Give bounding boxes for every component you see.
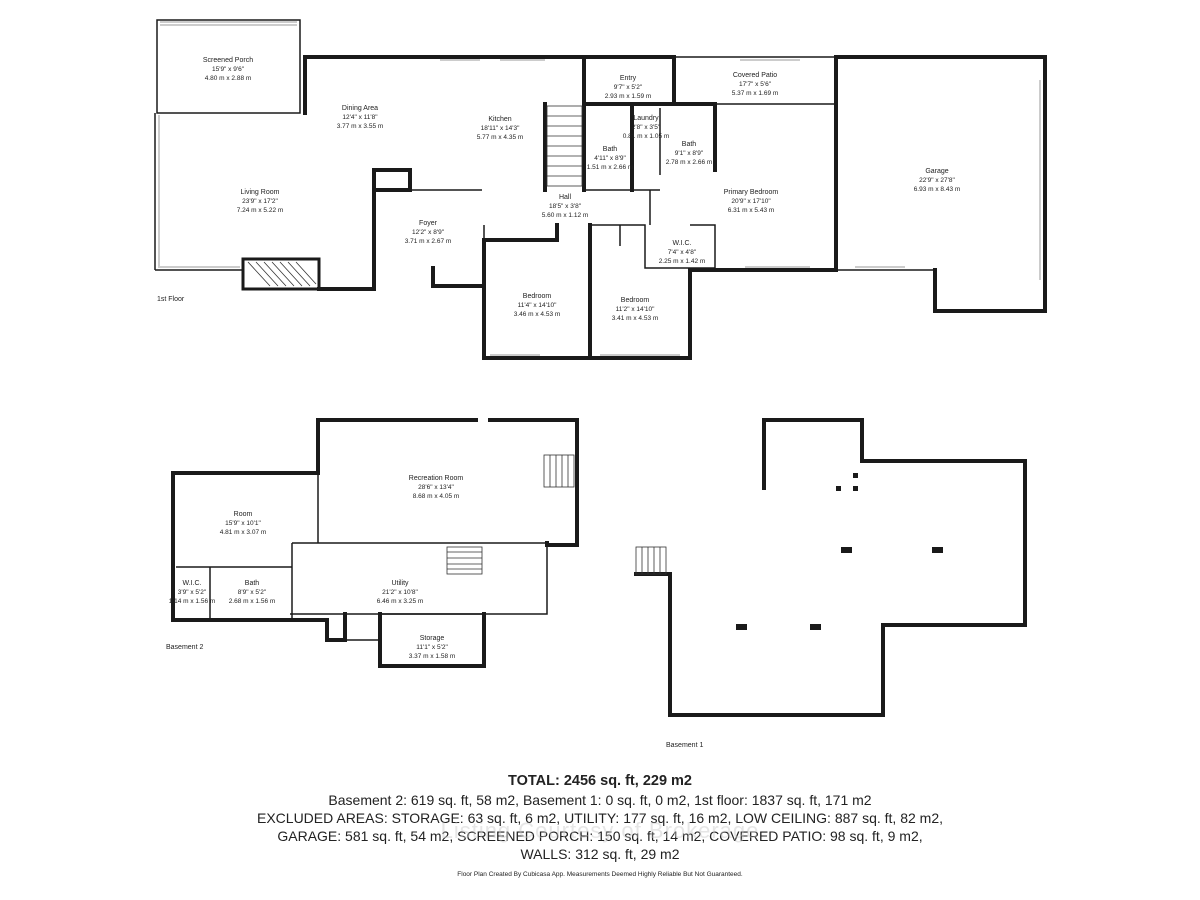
wic-1-metric: 2.25 m x 1.42 m bbox=[659, 258, 706, 265]
wic-1-name: W.I.C. bbox=[672, 240, 691, 247]
room-imperial: 15'9" x 10'1" bbox=[225, 520, 261, 527]
basement-2-stairs-lower bbox=[446, 546, 483, 575]
wic-2-metric: 1.14 m x 1.56 m bbox=[169, 598, 216, 605]
first-floor-labels: Screened Porch 15'9" x 9'6" 4.80 m x 2.8… bbox=[203, 57, 960, 322]
bath-2-imperial: 9'1" x 8'9" bbox=[675, 150, 704, 157]
laundry-metric: 0.81 m x 1.05 m bbox=[623, 133, 670, 140]
bath-2-metric: 2.78 m x 2.66 m bbox=[666, 159, 713, 166]
dining-area-imperial: 12'4" x 11'8" bbox=[342, 114, 378, 121]
storage-name: Storage bbox=[420, 635, 445, 642]
bath-3-imperial: 8'9" x 5'2" bbox=[238, 589, 267, 596]
storage-imperial: 11'1" x 5'2" bbox=[416, 644, 448, 651]
entry-imperial: 9'7" x 5'2" bbox=[614, 84, 643, 91]
primary-bedroom-metric: 6.31 m x 5.43 m bbox=[728, 207, 775, 214]
bedroom-2-metric: 3.41 m x 4.53 m bbox=[612, 315, 659, 322]
utility-imperial: 21'2" x 10'8" bbox=[382, 589, 418, 596]
walls-area-line: WALLS: 312 sq. ft, 29 m2 bbox=[520, 846, 680, 862]
garage-name: Garage bbox=[925, 168, 948, 175]
bath-1-imperial: 4'11" x 8'9" bbox=[594, 155, 626, 162]
bath-3-name: Bath bbox=[245, 580, 260, 587]
storage-metric: 3.37 m x 1.58 m bbox=[409, 653, 456, 660]
disclaimer-footnote: Floor Plan Created By Cubicasa App. Meas… bbox=[457, 871, 743, 878]
primary-bedroom-name: Primary Bedroom bbox=[724, 189, 779, 196]
area-totals: TOTAL: 2456 sq. ft, 229 m2 Basement 2: 6… bbox=[0, 772, 1200, 863]
bedroom-2-name: Bedroom bbox=[621, 297, 650, 304]
covered-patio-metric: 5.37 m x 1.69 m bbox=[732, 90, 779, 97]
utility-metric: 6.46 m x 3.25 m bbox=[377, 598, 424, 605]
hall-imperial: 18'5" x 3'8" bbox=[549, 203, 582, 210]
recreation-room-name: Recreation Room bbox=[409, 475, 464, 482]
foyer-imperial: 12'2" x 8'9" bbox=[412, 229, 445, 236]
first-floor-plan: 1st Floor bbox=[154, 19, 1047, 360]
garage-metric: 6.93 m x 8.43 m bbox=[914, 186, 961, 193]
bath-1-metric: 1.51 m x 2.66 m bbox=[587, 164, 634, 171]
foyer-metric: 3.71 m x 2.67 m bbox=[405, 238, 452, 245]
bath-2-name: Bath bbox=[682, 141, 697, 148]
first-floor-label: 1st Floor bbox=[157, 296, 185, 303]
wic-2-name: W.I.C. bbox=[182, 580, 201, 587]
fireplace bbox=[241, 257, 321, 291]
garage-imperial: 22'9" x 27'8" bbox=[919, 177, 955, 184]
floor-areas-line: Basement 2: 619 sq. ft, 58 m2, Basement … bbox=[328, 792, 872, 808]
room-metric: 4.81 m x 3.07 m bbox=[220, 529, 267, 536]
kitchen-metric: 5.77 m x 4.35 m bbox=[477, 134, 524, 141]
wic-2-imperial: 3'9" x 5'2" bbox=[178, 589, 207, 596]
bedroom-1-metric: 3.46 m x 4.53 m bbox=[514, 311, 561, 318]
screened-porch-outline bbox=[156, 19, 301, 114]
excluded-areas-line-2: GARAGE: 581 sq. ft, 54 m2, SCREENED PORC… bbox=[277, 828, 923, 844]
dining-area-metric: 3.77 m x 3.55 m bbox=[337, 123, 384, 130]
screened-porch-imperial: 15'9" x 9'6" bbox=[212, 66, 245, 73]
foyer-name: Foyer bbox=[419, 220, 438, 227]
hall-name: Hall bbox=[559, 194, 572, 201]
dining-area-name: Dining Area bbox=[342, 105, 378, 112]
laundry-name: Laundry bbox=[633, 115, 659, 122]
bedroom-1-imperial: 11'4" x 14'10" bbox=[518, 302, 557, 309]
laundry-imperial: 2'8" x 3'5" bbox=[632, 124, 661, 131]
kitchen-imperial: 18'11" x 14'3" bbox=[481, 125, 520, 132]
bath-1-name: Bath bbox=[603, 146, 618, 153]
total-area-title: TOTAL: 2456 sq. ft, 229 m2 bbox=[508, 773, 692, 789]
living-room-imperial: 23'9" x 17'2" bbox=[242, 198, 278, 205]
hall-metric: 5.60 m x 1.12 m bbox=[542, 212, 589, 219]
utility-name: Utility bbox=[391, 580, 409, 587]
covered-patio-imperial: 17'7" x 5'6" bbox=[739, 81, 772, 88]
living-room-metric: 7.24 m x 5.22 m bbox=[237, 207, 284, 214]
wic-1-imperial: 7'4" x 4'8" bbox=[668, 249, 697, 256]
room-name: Room bbox=[234, 511, 253, 518]
screened-porch-name: Screened Porch bbox=[203, 57, 253, 64]
basement-2-label: Basement 2 bbox=[166, 644, 203, 651]
bedroom-1-name: Bedroom bbox=[523, 293, 552, 300]
basement-2-labels: Recreation Room 28'6" x 13'4" 8.68 m x 4… bbox=[169, 475, 464, 660]
entry-metric: 2.93 m x 1.59 m bbox=[605, 93, 652, 100]
recreation-room-imperial: 28'6" x 13'4" bbox=[418, 484, 454, 491]
bedroom-2-imperial: 11'2" x 14'10" bbox=[616, 306, 655, 313]
living-room-name: Living Room bbox=[241, 189, 280, 196]
entry-name: Entry bbox=[620, 75, 637, 82]
bath-3-metric: 2.68 m x 1.56 m bbox=[229, 598, 276, 605]
basement-1-plan: Basement 1 bbox=[634, 418, 1027, 749]
recreation-room-metric: 8.68 m x 4.05 m bbox=[413, 493, 460, 500]
primary-bedroom-imperial: 20'9" x 17'10" bbox=[731, 198, 771, 205]
basement-2-stairs-upper bbox=[543, 454, 575, 488]
basement-1-stairs bbox=[635, 546, 667, 575]
kitchen-name: Kitchen bbox=[488, 116, 511, 123]
excluded-areas-line: EXCLUDED AREAS: STORAGE: 63 sq. ft, 6 m2… bbox=[257, 810, 943, 826]
first-floor-stairs bbox=[546, 105, 583, 187]
covered-patio-name: Covered Patio bbox=[733, 72, 777, 79]
basement-1-label: Basement 1 bbox=[666, 742, 703, 749]
screened-porch-metric: 4.80 m x 2.88 m bbox=[205, 75, 252, 82]
basement-2-plan: Basement 2 bbox=[166, 418, 579, 668]
